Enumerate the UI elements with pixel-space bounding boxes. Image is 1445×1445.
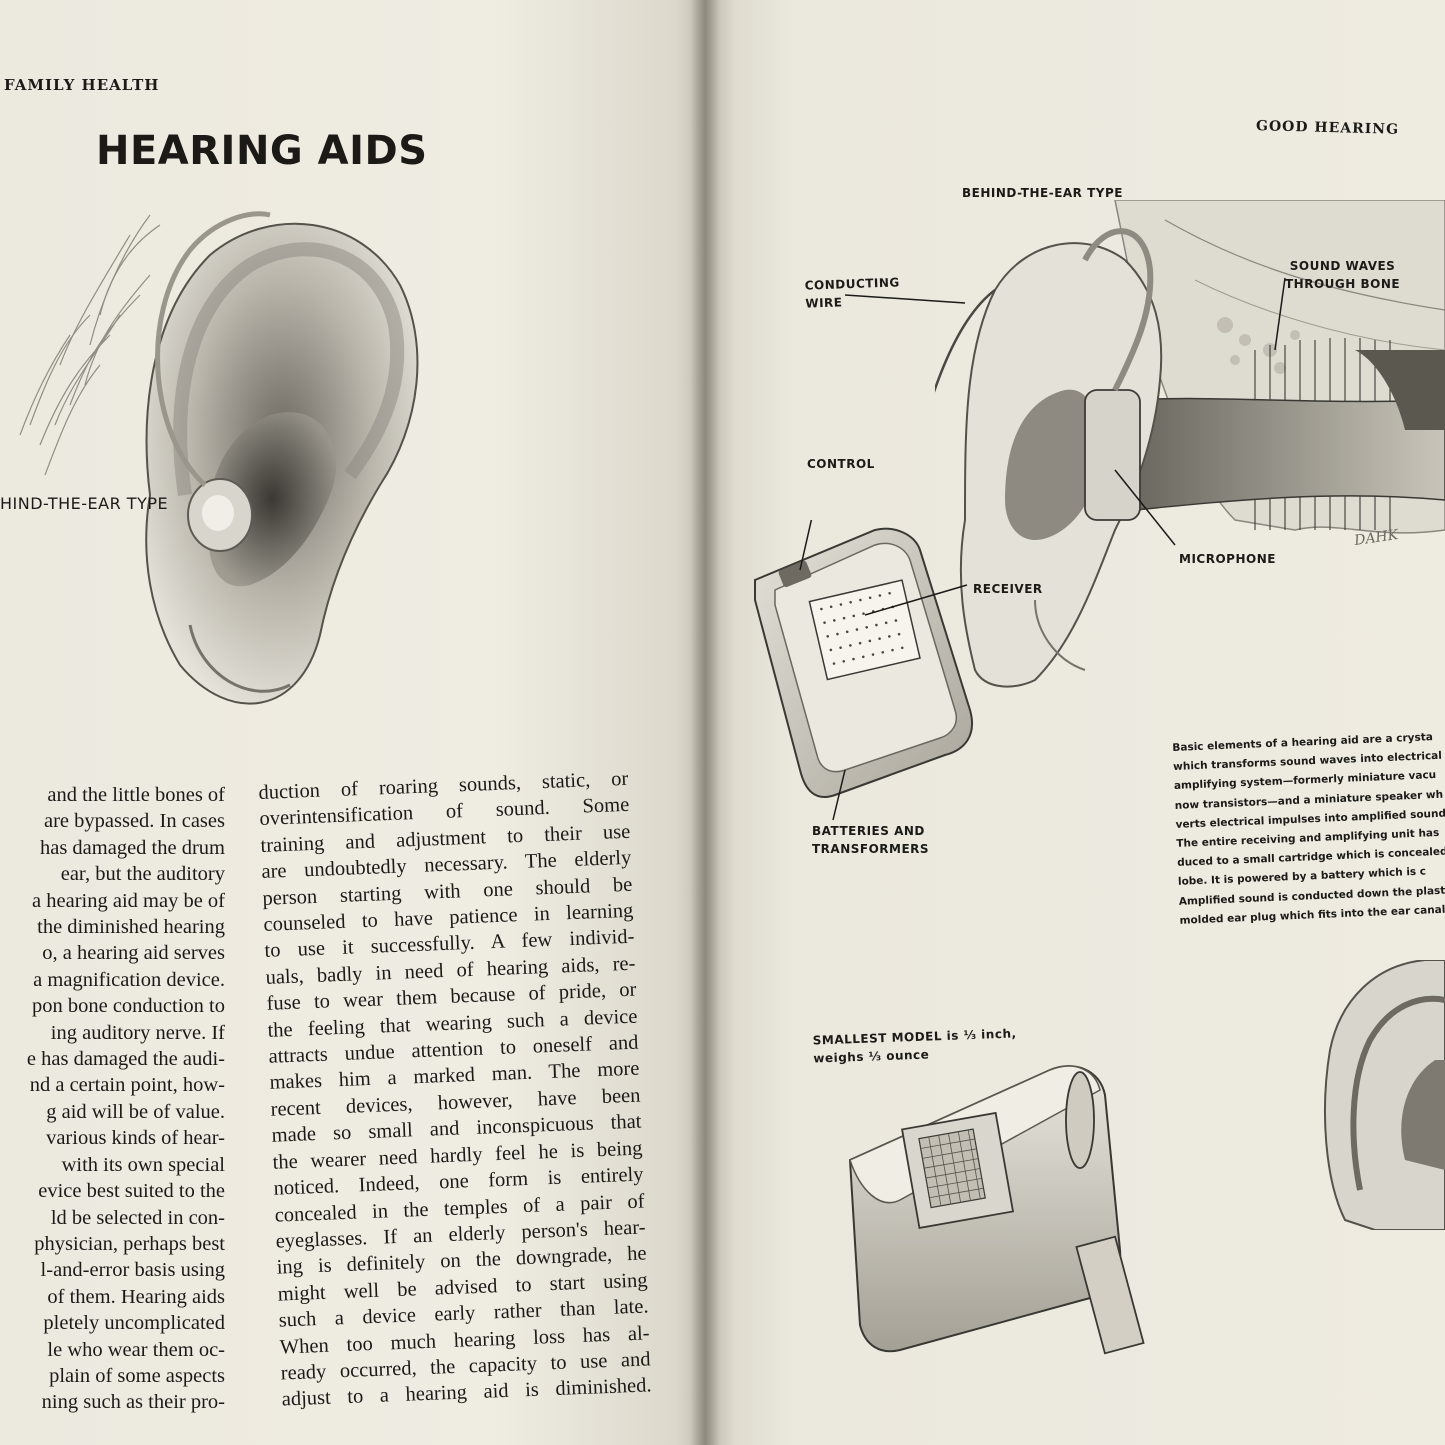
text-line: ld be selected in con- [50, 1206, 225, 1229]
text-column-right: duction of roaring sounds, static, or ov… [258, 766, 652, 1413]
label-line: TRANSFORMERS [812, 842, 930, 856]
ear-canal-diagram: DAHK [935, 200, 1445, 688]
leader-conducting-wire [845, 294, 966, 304]
running-head-left: FAMILY HEALTH [4, 76, 160, 94]
book-gutter [690, 0, 720, 1445]
running-head-right: GOOD HEARING [1255, 118, 1400, 138]
smallest-model-illustration [848, 1065, 1145, 1355]
figure-title-right: BEHIND-THE-EAR TYPE [962, 186, 1123, 200]
text-line: g aid will be of value. [46, 1100, 225, 1123]
label-line: THROUGH BONE [1285, 277, 1401, 291]
artist-signature: DAHK [1352, 527, 1400, 549]
text-line: ing auditory nerve. If [50, 1021, 225, 1044]
text-line: with its own special [61, 1153, 225, 1176]
text-line: le who wear them oc- [47, 1338, 225, 1361]
label-line: WIRE [805, 295, 843, 311]
label-batteries: BATTERIES AND TRANSFORMERS [812, 822, 929, 858]
text-line: of them. Hearing aids [47, 1285, 225, 1308]
ear-illustration-right [1324, 960, 1445, 1230]
right-page: GOOD HEARING BEHIND-THE-EAR TYPE [705, 0, 1445, 1445]
text-line: ning such as their pro- [41, 1391, 225, 1414]
label-control: CONTROL [807, 457, 875, 471]
text-line: has damaged the drum [39, 836, 225, 859]
text-line: pletely uncomplicated [43, 1312, 225, 1335]
label-receiver: RECEIVER [973, 582, 1043, 596]
text-line: evice best suited to the [38, 1180, 225, 1203]
text-line: ear, but the auditory [60, 863, 225, 886]
text-line: a magnification device. [33, 968, 225, 991]
left-page: FAMILY HEALTH HEARING AIDS [0, 0, 705, 1445]
text-line: pon bone conduction to [31, 995, 225, 1018]
label-sound-waves: SOUND WAVES THROUGH BONE [1285, 257, 1400, 293]
label-line: CONDUCTING [804, 275, 901, 293]
text-line: the diminished hearing [37, 916, 225, 939]
label-line: SOUND WAVES [1289, 259, 1396, 273]
figure-caption: Basic elements of a hearing aid are a cr… [1172, 727, 1445, 931]
ear-illustration [19, 211, 419, 705]
page-title: HEARING AIDS [96, 128, 428, 174]
label-line: BATTERIES AND [812, 824, 925, 838]
text-line: physician, perhaps best [34, 1232, 225, 1255]
label-conducting-wire: CONDUCTING WIRE [804, 273, 900, 312]
text-line: e has damaged the audi- [26, 1048, 225, 1071]
text-column-left: and the little bones of are bypassed. In… [0, 782, 225, 1416]
label-microphone: MICROPHONE [1179, 552, 1276, 566]
text-line: l-and-error basis using [40, 1259, 225, 1282]
text-line: plain of some aspects [49, 1364, 225, 1387]
text-line: are bypassed. In cases [43, 810, 225, 833]
text-line: nd a certain point, how- [29, 1074, 225, 1097]
body-worn-receiver-illustration [754, 520, 973, 821]
text-line: a hearing aid may be of [32, 889, 225, 912]
text-line: o, a hearing aid serves [42, 942, 225, 965]
figure-label-left: HIND-THE-EAR TYPE [0, 494, 169, 513]
text-line: and the little bones of [47, 784, 225, 806]
text-line: various kinds of hear- [46, 1127, 225, 1150]
